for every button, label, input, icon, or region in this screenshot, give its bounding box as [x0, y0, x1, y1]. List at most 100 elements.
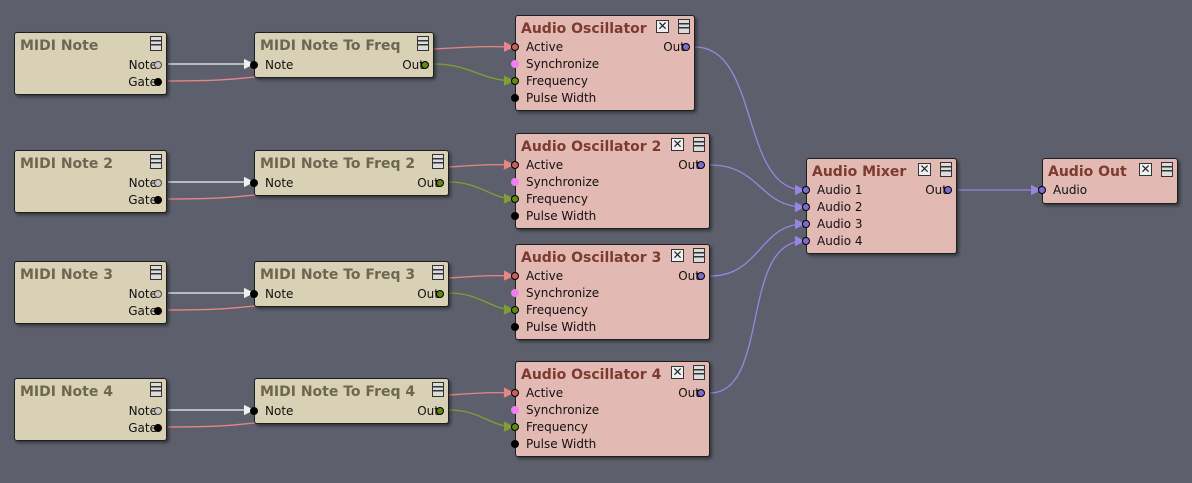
close-x-icon[interactable]: ✕: [671, 248, 684, 262]
port-active-in[interactable]: Active: [511, 158, 563, 172]
close-x-icon[interactable]: ✕: [918, 162, 931, 176]
node-menu-icon[interactable]: [432, 154, 444, 169]
port-dot[interactable]: [154, 424, 162, 432]
port-dot[interactable]: [944, 186, 952, 194]
port-dot[interactable]: [511, 406, 519, 414]
node-menu-icon[interactable]: [150, 382, 162, 397]
close-x-icon[interactable]: ✕: [656, 19, 669, 33]
port-note-in[interactable]: Note: [250, 404, 293, 418]
node-menu-icon[interactable]: [693, 248, 705, 263]
port-dot[interactable]: [436, 407, 444, 415]
port-gate-out[interactable]: Gate: [128, 193, 162, 207]
node-note-to-freq-3[interactable]: MIDI Note To Freq 3 Note Out: [250, 261, 449, 307]
node-menu-icon[interactable]: [693, 365, 705, 380]
port-dot[interactable]: [511, 212, 519, 220]
close-x-icon[interactable]: ✕: [1139, 162, 1152, 176]
port-dot[interactable]: [154, 196, 162, 204]
port-note-out[interactable]: Note: [129, 58, 162, 72]
port-dot[interactable]: [511, 389, 519, 397]
port-dot[interactable]: [697, 272, 705, 280]
node-audio-oscillator-4[interactable]: Audio Oscillator 4 ✕ Active Synchronize …: [511, 361, 710, 457]
port-gate-out[interactable]: Gate: [128, 75, 162, 89]
node-menu-icon[interactable]: [432, 265, 444, 280]
port-dot[interactable]: [511, 178, 519, 186]
port-audio-3-in[interactable]: Audio 3: [802, 217, 863, 231]
port-dot[interactable]: [154, 61, 162, 69]
port-mix-out[interactable]: Out: [925, 183, 952, 197]
port-note-out[interactable]: Note: [129, 176, 162, 190]
port-dot[interactable]: [697, 389, 705, 397]
port-sync-in[interactable]: Synchronize: [511, 175, 599, 189]
node-midi-note-4[interactable]: MIDI Note 4 Note Gate: [14, 378, 167, 441]
port-dot[interactable]: [511, 323, 519, 331]
node-midi-note-2[interactable]: MIDI Note 2 Note Gate: [14, 150, 167, 213]
port-frequency-in[interactable]: Frequency: [511, 303, 588, 317]
node-menu-icon[interactable]: [678, 19, 690, 34]
port-audio-out[interactable]: Out: [663, 40, 690, 54]
node-audio-oscillator-2[interactable]: Audio Oscillator 2 ✕ Active Synchronize …: [511, 133, 710, 229]
port-active-in[interactable]: Active: [511, 269, 563, 283]
port-dot[interactable]: [802, 220, 810, 228]
port-frequency-in[interactable]: Frequency: [511, 420, 588, 434]
port-dot[interactable]: [511, 440, 519, 448]
port-dot[interactable]: [802, 186, 810, 194]
port-sync-in[interactable]: Synchronize: [511, 403, 599, 417]
node-midi-note-3[interactable]: MIDI Note 3 Note Gate: [14, 261, 167, 324]
port-frequency-in[interactable]: Frequency: [511, 74, 588, 88]
port-freq-out[interactable]: Out: [417, 287, 444, 301]
port-dot[interactable]: [511, 306, 519, 314]
port-freq-out[interactable]: Out: [417, 404, 444, 418]
port-note-out[interactable]: Note: [129, 287, 162, 301]
port-audio-1-in[interactable]: Audio 1: [802, 183, 863, 197]
port-dot[interactable]: [511, 77, 519, 85]
port-dot[interactable]: [154, 179, 162, 187]
node-menu-icon[interactable]: [940, 162, 952, 177]
port-sync-in[interactable]: Synchronize: [511, 286, 599, 300]
node-menu-icon[interactable]: [1161, 162, 1173, 177]
port-dot[interactable]: [250, 290, 258, 298]
close-x-icon[interactable]: ✕: [671, 137, 684, 151]
port-active-in[interactable]: Active: [511, 40, 563, 54]
node-audio-out[interactable]: Audio Out ✕ Audio: [1038, 158, 1178, 204]
port-audio-out[interactable]: Out: [678, 158, 705, 172]
node-menu-icon[interactable]: [693, 137, 705, 152]
port-note-in[interactable]: Note: [250, 58, 293, 72]
port-active-in[interactable]: Active: [511, 386, 563, 400]
port-dot[interactable]: [697, 161, 705, 169]
port-gate-out[interactable]: Gate: [128, 304, 162, 318]
port-dot[interactable]: [511, 423, 519, 431]
port-dot[interactable]: [511, 94, 519, 102]
node-note-to-freq-1[interactable]: MIDI Note To Freq Note Out: [250, 32, 434, 78]
port-frequency-in[interactable]: Frequency: [511, 192, 588, 206]
node-note-to-freq-2[interactable]: MIDI Note To Freq 2 Note Out: [250, 150, 449, 196]
port-dot[interactable]: [154, 290, 162, 298]
port-gate-out[interactable]: Gate: [128, 421, 162, 435]
port-dot[interactable]: [802, 203, 810, 211]
port-freq-out[interactable]: Out: [417, 176, 444, 190]
port-dot[interactable]: [511, 195, 519, 203]
port-dot[interactable]: [154, 407, 162, 415]
port-dot[interactable]: [802, 237, 810, 245]
port-dot[interactable]: [436, 290, 444, 298]
node-midi-note-1[interactable]: MIDI Note Note Gate: [14, 32, 167, 95]
port-dot[interactable]: [250, 407, 258, 415]
port-dot[interactable]: [511, 161, 519, 169]
port-dot[interactable]: [511, 289, 519, 297]
node-menu-icon[interactable]: [417, 36, 429, 51]
port-audio-in[interactable]: Audio: [1038, 183, 1087, 197]
port-pulse-width-in[interactable]: Pulse Width: [511, 91, 596, 105]
port-freq-out[interactable]: Out: [402, 58, 429, 72]
port-dot[interactable]: [682, 43, 690, 51]
port-dot[interactable]: [250, 179, 258, 187]
port-audio-out[interactable]: Out: [678, 269, 705, 283]
node-audio-oscillator-3[interactable]: Audio Oscillator 3 ✕ Active Synchronize …: [511, 244, 710, 340]
port-dot[interactable]: [154, 307, 162, 315]
port-pulse-width-in[interactable]: Pulse Width: [511, 209, 596, 223]
port-dot[interactable]: [1038, 186, 1046, 194]
port-sync-in[interactable]: Synchronize: [511, 57, 599, 71]
node-audio-mixer[interactable]: Audio Mixer ✕ Audio 1 Audio 2 Audio 3 Au…: [802, 158, 957, 254]
port-dot[interactable]: [511, 43, 519, 51]
node-menu-icon[interactable]: [150, 154, 162, 169]
port-dot[interactable]: [250, 61, 258, 69]
port-dot[interactable]: [511, 272, 519, 280]
